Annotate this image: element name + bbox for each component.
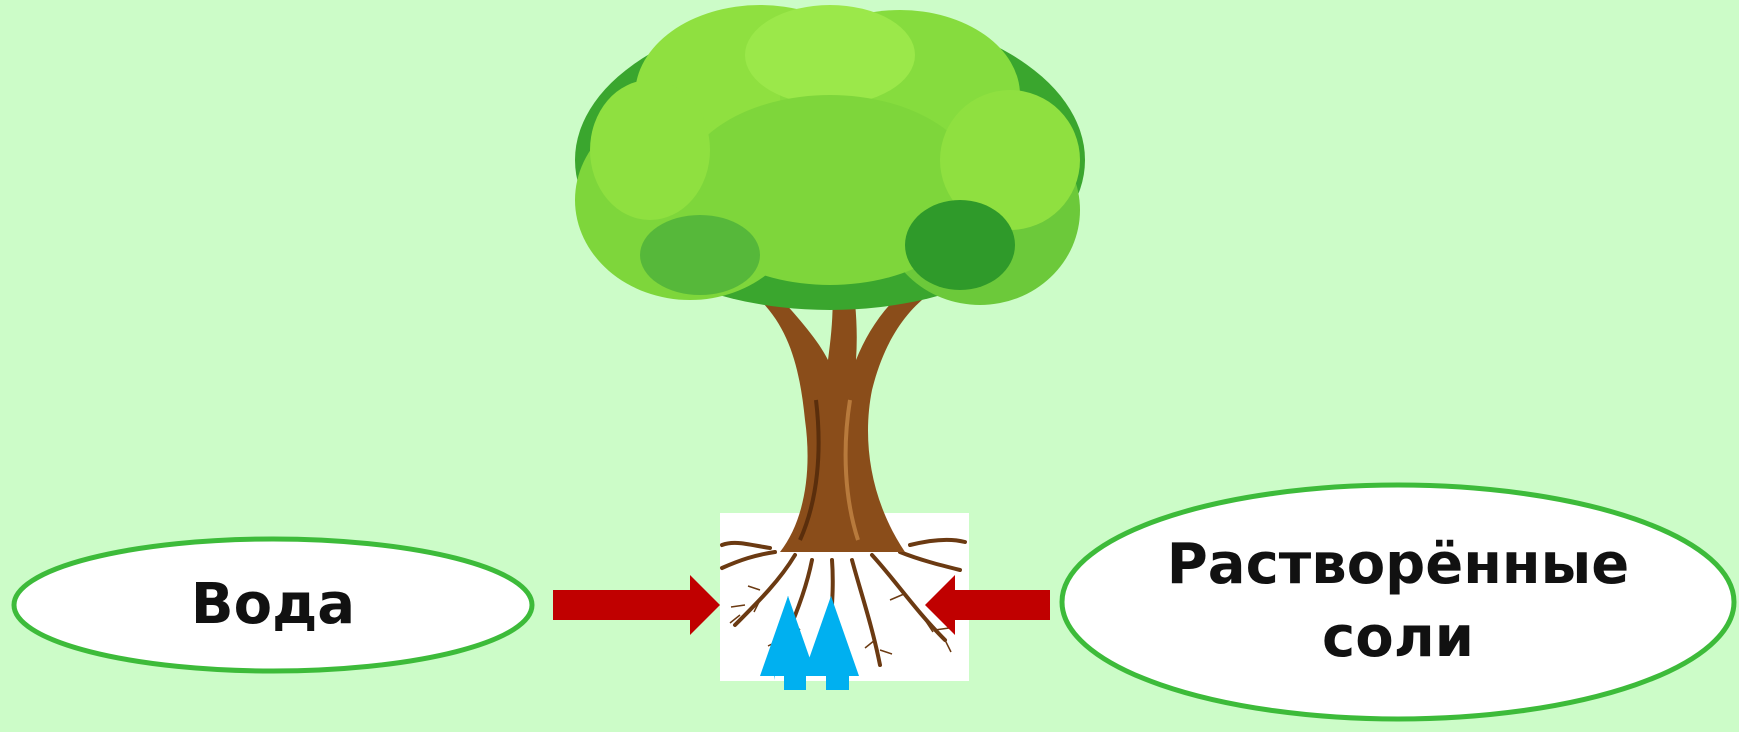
blue-arrow-up [803, 596, 859, 676]
blue-arrow-shaft [794, 672, 806, 690]
water-ellipse [11, 536, 535, 674]
salts-ellipse [1059, 482, 1737, 722]
blue-arrow-up [760, 596, 816, 676]
water-label: Вода [12, 538, 534, 672]
red-arrow-left [925, 575, 1050, 635]
water-text: Вода [190, 571, 356, 637]
red-arrow-right [553, 575, 720, 635]
trunk-highlight [843, 399, 860, 541]
salts-label: Растворённые соли [1060, 482, 1736, 722]
foliage [575, 5, 1085, 310]
salts-text-line2: соли [1322, 605, 1474, 670]
salts-text-line1: Растворённые [1166, 532, 1630, 598]
trunk-shade [798, 399, 821, 541]
tree-illustration [575, 5, 1085, 681]
blue-arrow-shaft [837, 672, 849, 690]
trunk [760, 268, 932, 552]
